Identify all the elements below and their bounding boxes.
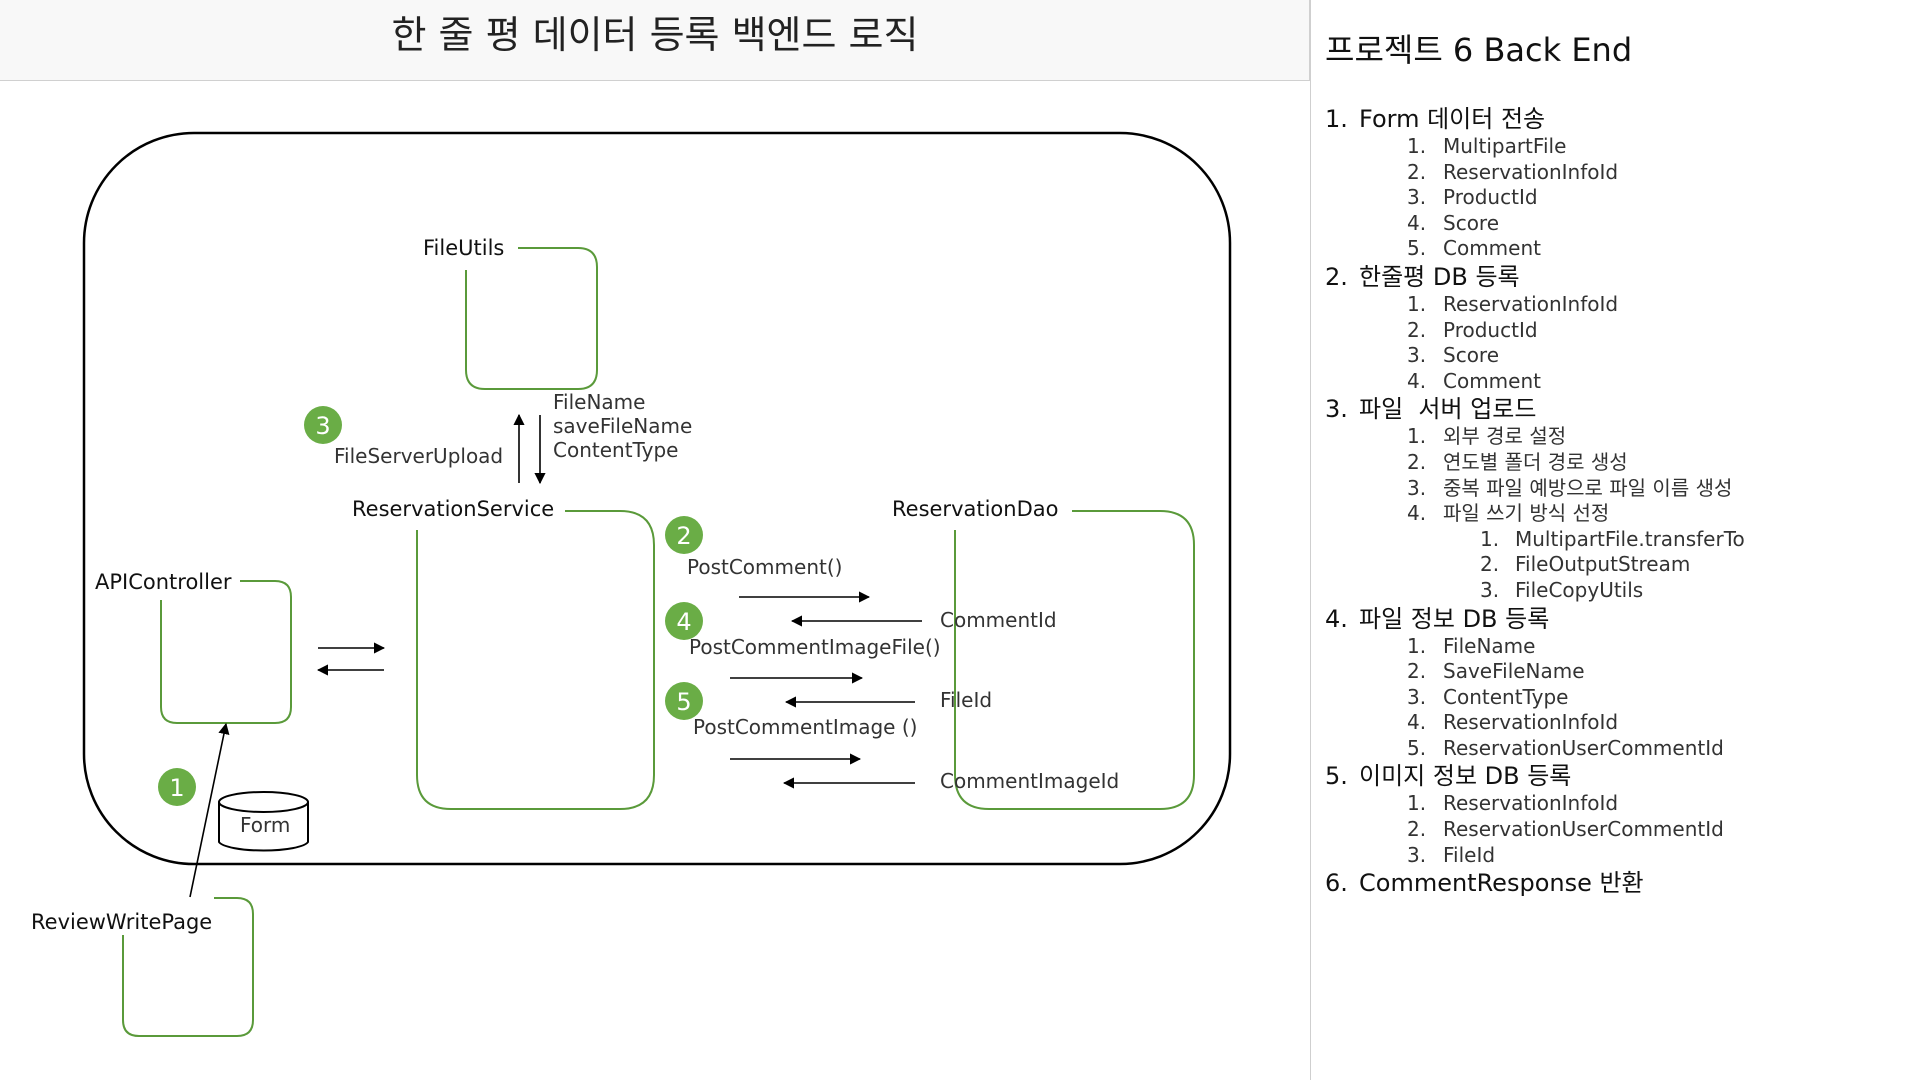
section-6: 6.CommentResponse 반환 — [1325, 869, 1644, 898]
section-4-title: 파일 정보 DB 등록 — [1359, 604, 1550, 633]
section-6-title: CommentResponse 반환 — [1359, 869, 1644, 898]
list-item: 1.MultipartFile — [1407, 134, 1567, 158]
reservation-service-label: ReservationService — [352, 497, 554, 521]
file-id-label: FileId — [940, 688, 992, 712]
outline-list: 1.Form 데이터 전송 1.MultipartFile 2.Reservat… — [1325, 104, 1915, 898]
list-item: 5.ReservationUserCommentId — [1407, 735, 1724, 760]
list-item: 3.FileId — [1407, 842, 1496, 867]
list-item: 1.ReservationInfoId — [1407, 791, 1619, 816]
api-controller-label: APIController — [95, 570, 232, 594]
list-item: 2.ReservationInfoId — [1407, 159, 1619, 184]
step-badge-3-number: 3 — [315, 412, 330, 440]
post-comment-image-file-label: PostCommentImageFile() — [689, 635, 941, 659]
architecture-diagram: FileUtils ReservationService Reservation… — [31, 131, 1232, 1037]
review-write-page-label: ReviewWritePage — [31, 910, 212, 934]
section-2: 2.한줄평 DB 등록 — [1325, 262, 1520, 291]
list-item: 3.ProductId — [1407, 185, 1538, 210]
post-comment-image-label: PostCommentImage () — [693, 715, 917, 739]
reservation-dao-label: ReservationDao — [892, 497, 1058, 521]
section-3-title: 파일 서버 업로드 — [1359, 395, 1537, 424]
step-badge-1: 1 — [158, 768, 196, 806]
notes-panel: 프로젝트 6 Back End 1.Form 데이터 전송 1.Multipar… — [1310, 0, 1920, 1080]
section-1-title: Form 데이터 전송 — [1359, 105, 1546, 133]
page-title: 한 줄 평 데이터 등록 백엔드 로직 — [391, 13, 919, 57]
server-boundary — [82, 131, 1232, 866]
section-5: 5.이미지 정보 DB 등록 — [1325, 762, 1572, 791]
file-field-savefilename: saveFileName — [553, 414, 692, 438]
step-badge-5: 5 — [665, 682, 703, 720]
review-to-controller-arrow — [189, 722, 230, 898]
list-item: 5.Comment — [1407, 236, 1541, 261]
title-bar: 한 줄 평 데이터 등록 백엔드 로직 — [0, 0, 1310, 81]
panel-title: 프로젝트 6 Back End — [1325, 31, 1633, 69]
reservation-service-box — [416, 510, 655, 810]
list-item: 1.FileName — [1407, 633, 1536, 658]
step-badge-3: 3 — [304, 406, 342, 444]
section-3: 3.파일 서버 업로드 — [1325, 395, 1537, 424]
sub-list-item: 2.FileOutputStream — [1480, 552, 1691, 577]
file-server-upload-label: FileServerUpload — [334, 444, 503, 468]
list-item: 3.중복 파일 예방으로 파일 이름 생성 — [1407, 475, 1733, 500]
step-badge-5-number: 5 — [676, 688, 691, 716]
file-field-filename: FileName — [553, 390, 645, 414]
file-field-contenttype: ContentType — [553, 438, 678, 462]
sub-list-item: 3.FileCopyUtils — [1480, 577, 1644, 602]
section-4: 4.파일 정보 DB 등록 — [1325, 604, 1550, 633]
reservation-dao-box — [954, 510, 1195, 810]
form-database-icon — [218, 791, 309, 852]
comment-id-label: CommentId — [940, 608, 1057, 632]
list-item: 2.ReservationUserCommentId — [1407, 817, 1724, 842]
list-item: 2.SaveFileName — [1407, 659, 1585, 684]
section-5-title: 이미지 정보 DB 등록 — [1359, 762, 1572, 791]
list-item: 2.연도별 폴더 경로 생성 — [1407, 449, 1628, 474]
step-badge-2: 2 — [665, 516, 703, 554]
review-write-page-box — [122, 897, 254, 1037]
fileutils-box — [465, 247, 598, 390]
list-item: 2.ProductId — [1407, 317, 1538, 342]
list-item: 4.Score — [1407, 210, 1500, 235]
list-item: 4.ReservationInfoId — [1407, 710, 1619, 735]
list-item: 1.ReservationInfoId — [1407, 291, 1619, 316]
step-badge-1-number: 1 — [169, 774, 184, 802]
list-item: 3.Score — [1407, 343, 1500, 368]
list-item: 3.ContentType — [1407, 684, 1569, 709]
api-controller-box — [160, 580, 292, 724]
comment-image-id-label: CommentImageId — [940, 769, 1119, 793]
step-badge-4: 4 — [665, 602, 703, 640]
section-2-title: 한줄평 DB 등록 — [1359, 262, 1520, 291]
post-comment-label: PostComment() — [687, 555, 842, 579]
sub-list-item: 1.MultipartFile.transferTo — [1480, 526, 1745, 551]
list-item: 4.파일 쓰기 방식 선정 — [1407, 501, 1610, 526]
list-item: 1.외부 경로 설정 — [1407, 424, 1567, 449]
fileutils-label: FileUtils — [423, 236, 504, 260]
step-badge-2-number: 2 — [676, 522, 691, 550]
list-item: 4.Comment — [1407, 368, 1541, 393]
form-label: Form — [240, 813, 290, 837]
step-badge-4-number: 4 — [676, 608, 691, 636]
section-1: 1.Form 데이터 전송 — [1325, 105, 1546, 133]
